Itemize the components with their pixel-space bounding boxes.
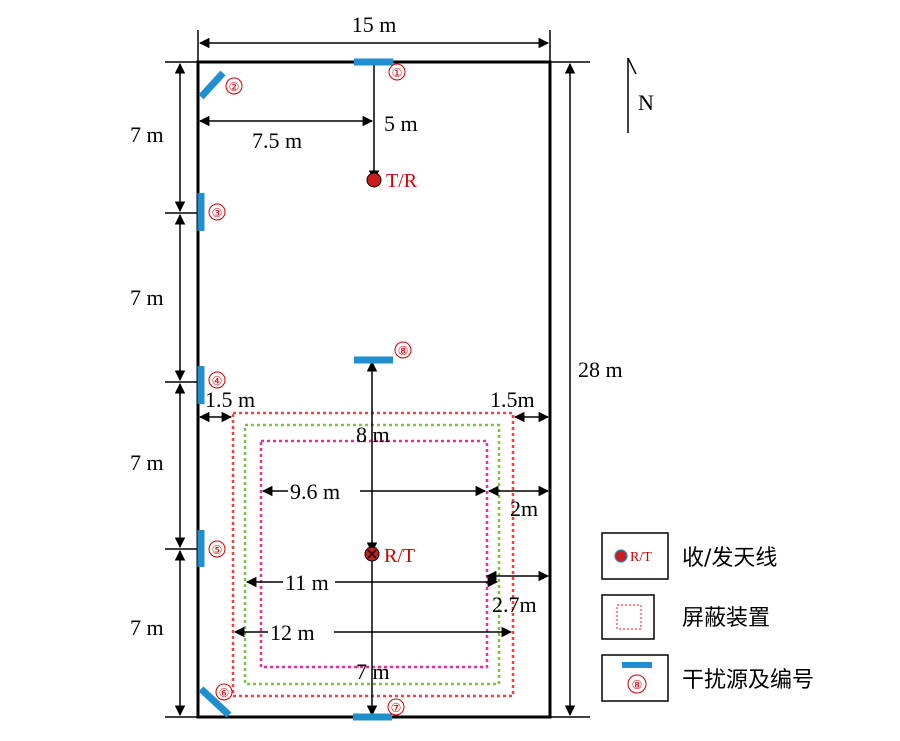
source-1-label: ①: [392, 66, 403, 80]
extension-lines: [165, 30, 590, 718]
source-8-label: ⑧: [398, 344, 409, 358]
north-label: N: [638, 90, 654, 115]
tr-antenna-icon: [366, 172, 382, 188]
source-number-labels: ① ② ③ ④ ⑤ ⑥ ⑦ ⑧: [208, 63, 412, 716]
dim-left-seg1: 7 m: [130, 122, 164, 147]
interference-sources: [197, 58, 393, 721]
dim-half-width-label: 7.5 m: [252, 128, 302, 153]
dim-left-seg4: 7 m: [130, 615, 164, 640]
legend-antenna-box: [601, 532, 669, 580]
legend-interferer-text: 干扰源及编号: [682, 668, 814, 693]
source-4-label: ④: [212, 374, 223, 388]
dim-eight-label: 8 m: [356, 422, 390, 447]
legend: R/T 收/发天线 屏蔽装置 ⑧ 干扰源及编号: [601, 532, 814, 702]
dim-two-seven-label: 2.7m: [492, 592, 537, 617]
dim-gap-left-label: 1.5 m: [205, 387, 255, 412]
source-6-label: ⑥: [219, 686, 230, 700]
north-arrow-icon: [627, 57, 637, 133]
rt-antenna-icon: [364, 546, 380, 562]
legend-shield-text: 屏蔽装置: [682, 606, 770, 631]
legend-antenna-text: 收/发天线: [682, 546, 777, 571]
legend-interferer-icon-num: ⑧: [632, 678, 643, 692]
legend-antenna-icon-label: R/T: [630, 550, 652, 565]
source-6-bar: [198, 686, 232, 718]
dim-left-seg2: 7 m: [130, 285, 164, 310]
legend-shield-icon: [616, 604, 642, 630]
dim-left-seg3: 7 m: [130, 450, 164, 475]
source-5-label: ⑤: [212, 543, 223, 557]
dim-two-label: 2m: [510, 496, 538, 521]
dim-gap-right-label: 1.5m: [490, 387, 535, 412]
rt-antenna-label: R/T: [384, 545, 415, 567]
dim-eleven-label: 11 m: [285, 570, 329, 595]
source-2-bar: [198, 70, 226, 100]
dim-twelve-label: 12 m: [270, 620, 315, 645]
dim-height-label: 28 m: [578, 357, 623, 382]
dim-nine-six-label: 9.6 m: [290, 479, 340, 504]
source-3-label: ③: [212, 206, 223, 220]
dim-width-label: 15 m: [352, 12, 397, 37]
dim-seven-bottom-label: 7 m: [356, 659, 390, 684]
legend-antenna-icon: [614, 549, 628, 563]
source-2-label: ②: [229, 80, 240, 94]
source-7-label: ⑦: [391, 701, 402, 715]
tr-antenna-label: T/R: [386, 170, 418, 192]
shield-inner-magenta: [259, 439, 489, 669]
dim-top-to-tr-label: 5 m: [384, 111, 418, 136]
legend-shield-box: [601, 594, 655, 640]
